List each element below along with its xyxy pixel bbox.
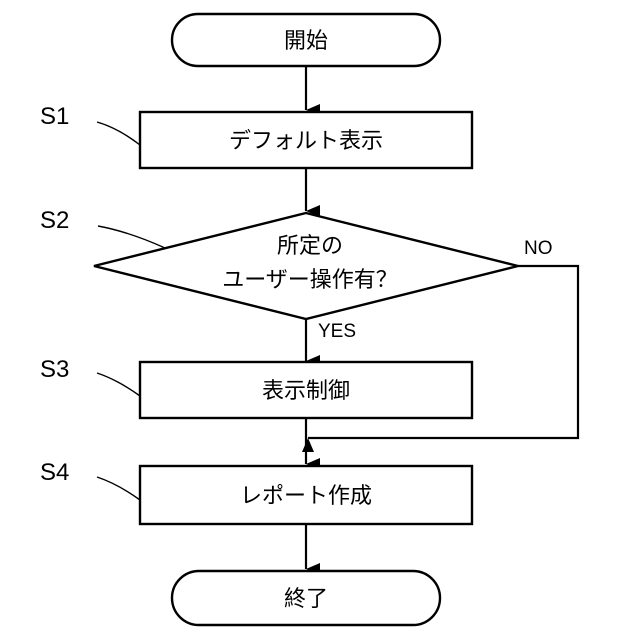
s2-label-line2: ユーザー操作有？ <box>222 268 398 293</box>
s2-label-line1: 所定の <box>277 234 343 259</box>
s4-step-label: S4 <box>40 459 69 486</box>
s3-leader-line <box>97 373 140 396</box>
start-label: 開始 <box>284 29 328 54</box>
s4-leader-line <box>97 477 140 500</box>
s3-step-label: S3 <box>40 356 69 383</box>
s1-process-box: デフォルト表示 <box>140 112 472 168</box>
s2-step-label: S2 <box>40 207 69 234</box>
s3-process-box: 表示制御 <box>140 362 472 418</box>
end-label: 終了 <box>284 587 328 612</box>
s1-step-label: S1 <box>40 103 69 130</box>
s1-label: デフォルト表示 <box>229 129 383 154</box>
s1-leader-line <box>97 122 140 145</box>
start-terminal: 開始 <box>172 14 440 66</box>
s2-leader-line <box>98 226 165 248</box>
s4-label: レポート作成 <box>240 484 372 509</box>
s2-decision-diamond: 所定の ユーザー操作有？ <box>94 213 518 319</box>
yes-branch-label: YES <box>318 321 356 342</box>
no-branch-label: NO <box>524 238 553 259</box>
s4-process-box: レポート作成 <box>140 466 472 524</box>
end-terminal: 終了 <box>172 571 440 625</box>
s3-label: 表示制御 <box>262 379 350 404</box>
